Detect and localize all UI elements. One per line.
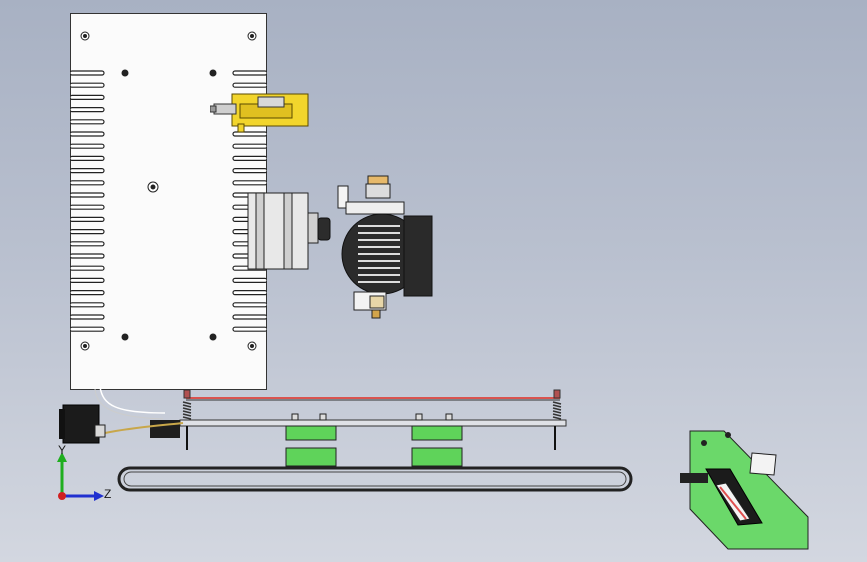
heatsink-fin xyxy=(232,290,267,296)
heatsink-fin xyxy=(70,131,105,137)
heatsink-fin xyxy=(70,204,105,210)
power-socket[interactable] xyxy=(55,385,200,447)
bed-spring-coil xyxy=(552,404,562,408)
heatsink-fin xyxy=(70,241,105,247)
heatsink-fin xyxy=(70,229,105,235)
heatsink-fin xyxy=(232,70,267,76)
heatsink-fin xyxy=(70,94,105,100)
heatsink-fin xyxy=(232,314,267,320)
bed-spring-coil xyxy=(552,413,562,417)
heatsink-fin xyxy=(232,143,267,149)
y-axis-label: Y xyxy=(58,443,67,457)
heatsink-fin xyxy=(70,253,105,259)
bed-spring-coil xyxy=(552,407,562,411)
heatsink-fin xyxy=(70,168,105,174)
bed-spring-coil xyxy=(182,401,192,405)
heatsink-fin xyxy=(232,131,267,137)
bed-spring-coil xyxy=(182,416,192,420)
print-bed[interactable] xyxy=(150,386,570,476)
heatsink-fin xyxy=(70,82,105,88)
sensor-mount[interactable] xyxy=(676,425,816,555)
bed-spring-coil xyxy=(182,404,192,408)
heatsink-fin xyxy=(70,119,105,125)
heatsink-fin xyxy=(70,216,105,222)
heatsink-fin xyxy=(232,82,267,88)
heatsink-fin xyxy=(70,155,105,161)
heatsink-fin xyxy=(232,168,267,174)
bed-spring-coil xyxy=(552,410,562,414)
heatsink-fin xyxy=(70,107,105,113)
heatsink-fin xyxy=(70,326,105,332)
heatsink-fin xyxy=(70,290,105,296)
bed-spring-coil xyxy=(182,410,192,414)
stepper-motor[interactable] xyxy=(246,191,336,273)
heatsink-fin xyxy=(70,192,105,198)
heatsink-fin xyxy=(232,277,267,283)
power-supply-details xyxy=(70,31,267,351)
heatsink-fin xyxy=(70,70,105,76)
heatsink-fin xyxy=(70,180,105,186)
heatsink-fin xyxy=(232,326,267,332)
bed-spring-coil xyxy=(182,413,192,417)
heatsink-fin xyxy=(232,180,267,186)
heatsink-fin xyxy=(232,155,267,161)
bed-spring-coil xyxy=(552,416,562,420)
heatsink-fin xyxy=(70,277,105,283)
heatsink-fin xyxy=(70,302,105,308)
axis-triad xyxy=(57,452,104,501)
heatsink-fin xyxy=(70,143,105,149)
z-axis-label: Z xyxy=(104,487,112,501)
belt-loop[interactable] xyxy=(115,465,635,495)
bed-spring-coil xyxy=(552,401,562,405)
heatsink-fin xyxy=(232,302,267,308)
endstop-bracket[interactable] xyxy=(210,92,310,134)
heatsink-fin xyxy=(70,265,105,271)
hotend-assembly[interactable] xyxy=(332,174,437,322)
heatsink-fin xyxy=(70,314,105,320)
bed-spring-coil xyxy=(182,407,192,411)
